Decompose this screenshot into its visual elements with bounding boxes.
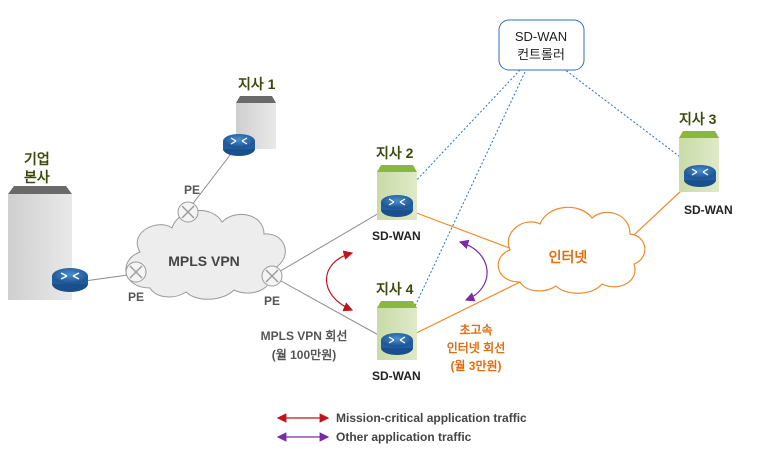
branch3-device-label: SD-WAN [684, 203, 733, 217]
controller-label-line1: SD-WAN [515, 29, 567, 44]
pe-switch-icon [125, 261, 147, 283]
internet-circuit-label-line2: 인터넷 회선 [447, 340, 506, 355]
controller-label-line2: 컨트롤러 [517, 47, 565, 62]
branch3-label: 지사 3 [679, 111, 717, 127]
internet-circuit-label-line1: 초고속 [459, 323, 492, 337]
internet-cloud-label: 인터넷 [549, 249, 588, 265]
branch1-label: 지사 1 [238, 76, 276, 92]
pe-label: PE [128, 290, 144, 304]
mission-critical-arrow [326, 250, 354, 312]
mpls-links [69, 145, 392, 343]
legend-mission-critical-label: Mission-critical application traffic [336, 411, 527, 425]
branch4-label: 지사 4 [376, 281, 414, 297]
hq-label-line2: 본사 [24, 169, 50, 185]
mpls-cloud [125, 210, 286, 300]
router-icon [684, 165, 716, 187]
branch4-device-label: SD-WAN [372, 369, 421, 383]
pe-label: PE [264, 294, 280, 308]
internet-circuit-label-line3: (월 3만원) [450, 358, 501, 373]
router-icon [381, 195, 413, 217]
mpls-circuit-label-line1: MPLS VPN 회선 [261, 328, 348, 343]
legend-other-label: Other application traffic [336, 430, 472, 444]
pe-label: PE [184, 183, 200, 197]
internet-cloud [497, 206, 646, 294]
branch2-device-label: SD-WAN [372, 229, 421, 243]
other-traffic-arrow [458, 239, 488, 302]
router-icon [52, 268, 88, 292]
mpls-circuit-label-line2: (월 100만원) [272, 347, 336, 362]
sdwan-controller-box [498, 19, 585, 71]
hq-label-line1: 기업 [24, 151, 50, 167]
router-icon [223, 134, 255, 156]
router-icon [381, 333, 413, 355]
controller-links [397, 65, 701, 339]
pe-switch-icon [261, 265, 283, 287]
mpls-cloud-label: MPLS VPN [168, 253, 240, 269]
branch2-label: 지사 2 [376, 145, 414, 161]
pe-switch-icon [177, 201, 199, 223]
